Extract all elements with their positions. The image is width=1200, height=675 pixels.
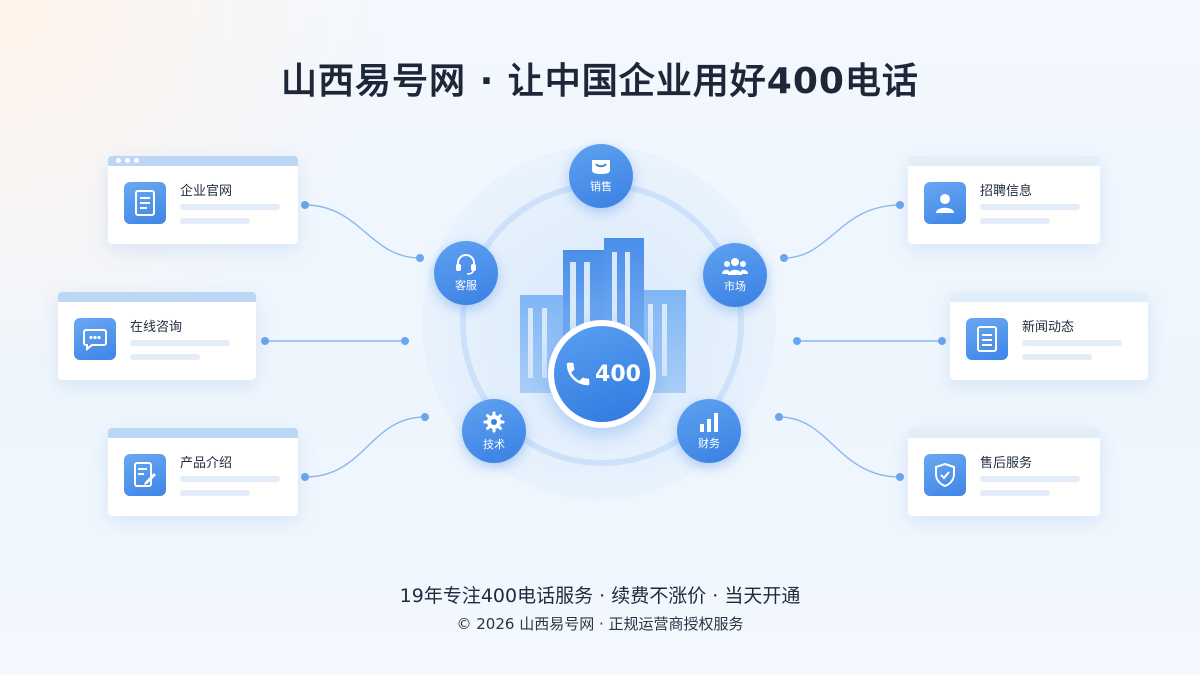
hub-number: 400 [595, 361, 641, 387]
bag-icon [592, 160, 610, 174]
card-label: 在线咨询 [130, 320, 183, 335]
card-website[interactable]: 企业官网 [108, 156, 298, 244]
placeholder-line [180, 218, 250, 224]
headset-icon [456, 254, 476, 275]
placeholder-line [130, 354, 200, 360]
card-news[interactable]: 新闻动态 [950, 292, 1148, 380]
card-topbar [908, 428, 1100, 438]
connector-website [304, 204, 421, 259]
placeholder-line [980, 490, 1050, 496]
footer-copyright: © 2026 山西易号网 · 正规运营商授权服务 [456, 615, 744, 633]
card-consult[interactable]: 在线咨询 [58, 292, 256, 380]
card-topbar [950, 292, 1148, 302]
card-product[interactable]: 产品介绍 [108, 428, 298, 516]
footer-tagline: 19年专注400电话服务 · 续费不涨价 · 当天开通 [399, 585, 801, 607]
person-icon [924, 182, 966, 224]
page-title: 山西易号网 · 让中国企业用好400电话 [281, 61, 919, 102]
shield-check-icon [924, 454, 966, 496]
placeholder-line [1022, 340, 1122, 346]
card-label: 售后服务 [980, 456, 1033, 471]
hub-phone-button[interactable]: 400 [554, 326, 650, 422]
node-tech[interactable]: 技术 [462, 399, 526, 463]
chat-bubble-icon [74, 318, 116, 360]
node-label: 财务 [698, 437, 720, 450]
card-topbar [908, 156, 1100, 166]
node-label: 销售 [590, 180, 612, 193]
node-label: 市场 [724, 280, 746, 293]
card-label: 招聘信息 [980, 184, 1033, 199]
card-topbar [108, 156, 298, 166]
placeholder-line [980, 204, 1080, 210]
card-topbar [108, 428, 298, 438]
card-recruit[interactable]: 招聘信息 [908, 156, 1100, 244]
placeholder-line [980, 218, 1050, 224]
group-icon [722, 258, 748, 275]
node-market[interactable]: 市场 [703, 243, 767, 307]
gear-icon [483, 411, 505, 433]
node-sales[interactable]: 销售 [569, 144, 633, 208]
edit-document-icon [124, 454, 166, 496]
placeholder-line [980, 476, 1080, 482]
card-label: 新闻动态 [1022, 320, 1075, 335]
card-topbar [58, 292, 256, 302]
node-label: 客服 [455, 279, 477, 292]
connector-product [304, 416, 426, 478]
connector-recruit [783, 204, 901, 259]
document-icon [124, 182, 166, 224]
connector-aftersale [778, 416, 901, 478]
placeholder-line [1022, 354, 1092, 360]
placeholder-line [180, 490, 250, 496]
placeholder-line [180, 204, 280, 210]
card-label: 企业官网 [180, 184, 233, 199]
bar-chart-icon [700, 413, 718, 432]
node-label: 技术 [483, 438, 505, 451]
card-aftersale[interactable]: 售后服务 [908, 428, 1100, 516]
placeholder-line [180, 476, 280, 482]
card-label: 产品介绍 [180, 456, 233, 471]
node-service[interactable]: 客服 [434, 241, 498, 305]
placeholder-line [130, 340, 230, 346]
phone-icon [566, 362, 590, 386]
node-finance[interactable]: 财务 [677, 399, 741, 463]
news-list-icon [966, 318, 1008, 360]
